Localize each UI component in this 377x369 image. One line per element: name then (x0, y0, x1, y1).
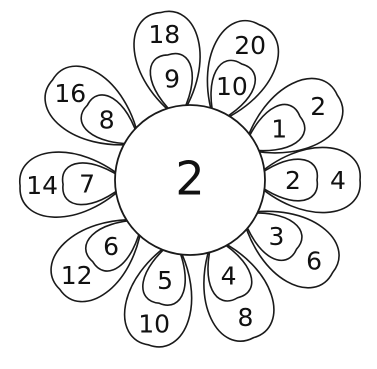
petal-outer-number: 18 (148, 20, 180, 49)
petal-inner-number: 3 (268, 222, 284, 251)
petal-inner-number: 4 (221, 262, 237, 291)
petal-outer-number: 16 (54, 79, 86, 108)
petal-inner-number: 2 (285, 166, 301, 195)
petal: 7 14 (19, 150, 129, 219)
petal-outer-number: 20 (234, 31, 266, 60)
petal-outer-number: 10 (138, 310, 170, 339)
petal-inner-number: 7 (79, 170, 95, 199)
petal-inner-number: 1 (271, 115, 287, 144)
petal-outer-number: 14 (26, 171, 58, 200)
petal-outer-number: 2 (310, 92, 326, 121)
petal-inner-number: 5 (157, 266, 173, 295)
petal-inner-number: 6 (103, 232, 119, 261)
petal-outer-number: 6 (306, 247, 322, 276)
petal-outer-number: 12 (61, 261, 93, 290)
petal-inner-number: 10 (216, 72, 248, 101)
petal-inner-number: 8 (99, 106, 115, 135)
petal-outer-number: 8 (237, 303, 253, 332)
petal-inner-number: 9 (164, 65, 180, 94)
center-number: 2 (175, 152, 204, 206)
petal-outer-number: 4 (330, 166, 346, 195)
